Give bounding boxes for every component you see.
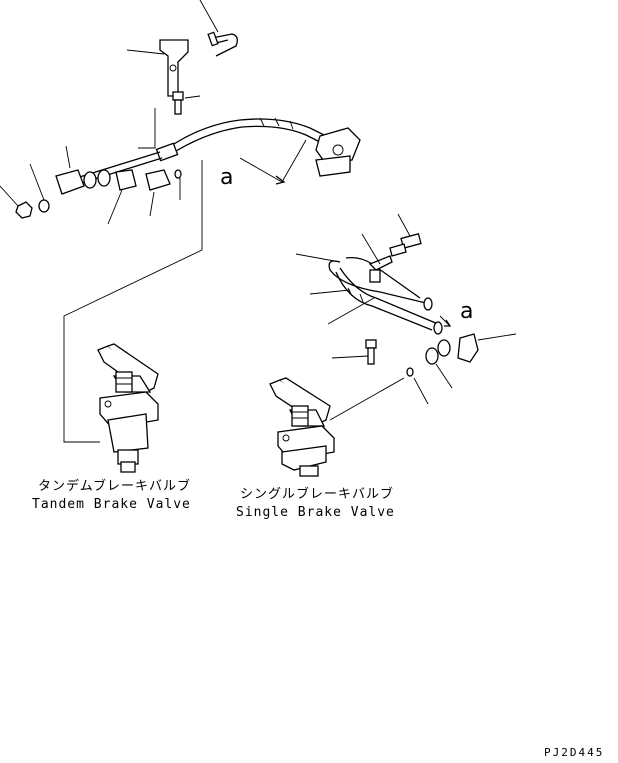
bolt-upper [172, 91, 184, 101]
view-letter-lower: a [460, 299, 473, 324]
lower-assembly [295, 213, 517, 421]
single-label-en: Single Brake Valve [236, 505, 395, 520]
callout-line-single [329, 377, 405, 421]
drawing-code: PJ2D445 [544, 746, 604, 759]
elbow-fitting [55, 169, 85, 195]
hose-upper [164, 118, 331, 151]
bolt-lower [365, 339, 377, 349]
junction-block [315, 127, 361, 165]
single-brake-valve [269, 377, 335, 477]
view-letter-upper: a [220, 165, 233, 190]
tandem-label-en: Tandem Brake Valve [32, 497, 191, 512]
elbow-lower [457, 333, 479, 363]
bracket [159, 39, 189, 97]
upper-assembly [0, 0, 361, 443]
clamp [368, 255, 393, 271]
tandem-brake-valve [97, 343, 159, 473]
connector [145, 169, 171, 191]
tandem-label-jp: タンデムブレーキバルブ [38, 478, 191, 494]
single-label-jp: シングルブレーキバルブ [240, 486, 394, 502]
nut [15, 201, 33, 219]
washer [38, 199, 50, 213]
callout-line-tandem [63, 160, 203, 443]
bolt-lower-upper [400, 233, 422, 249]
nipple [115, 169, 137, 191]
